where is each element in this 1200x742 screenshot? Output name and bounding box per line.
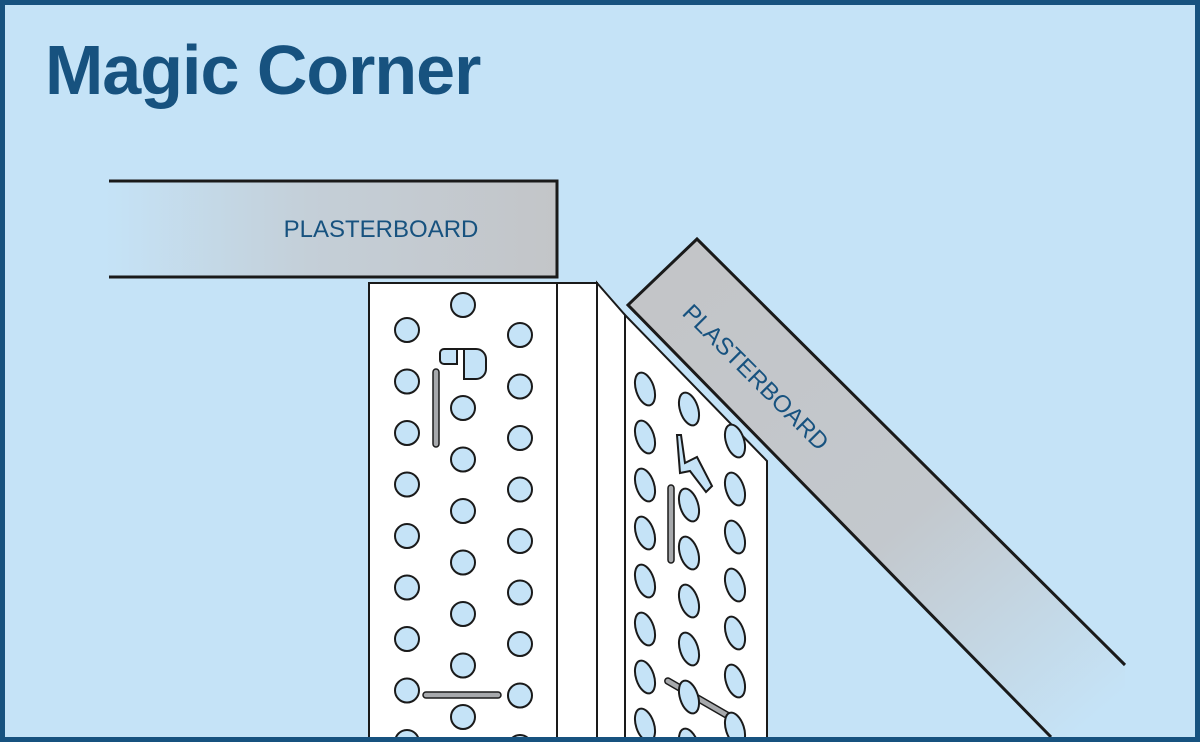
oval-hole [677,679,701,715]
profile-holes [394,292,747,737]
oval-hole [677,535,701,571]
oval-hole [633,611,657,647]
round-hole [450,446,476,473]
oval-hole [677,631,701,667]
round-hole [507,631,533,657]
round-hole [395,729,419,737]
round-hole [394,574,420,601]
round-hole [394,317,420,343]
oval-hole [723,615,747,651]
round-hole [507,373,533,400]
round-hole [394,677,420,704]
round-hole [394,368,420,395]
round-hole [450,704,476,730]
round-hole [394,626,420,652]
oval-hole [723,663,747,699]
profile-nose-bevel [596,280,626,737]
oval-hole [633,563,657,599]
round-hole [507,425,533,451]
keyhole-slot-side [675,434,714,494]
oval-hole [633,515,657,551]
oval-hole [633,419,657,455]
round-hole [511,734,529,737]
round-hole [507,528,533,554]
round-hole [394,420,420,446]
magic-corner-diagram: PLASTERBOARD PLASTERBOARD [105,179,1127,737]
oval-hole [723,519,747,555]
round-hole [394,523,420,549]
round-hole [450,395,476,421]
oval-hole [677,391,701,427]
round-hole [450,292,476,318]
profile-nose [556,282,598,737]
diagram-title: Magic Corner [45,31,481,109]
round-hole [507,322,533,348]
round-hole [450,549,476,576]
oval-hole [633,659,657,695]
oval-hole [723,711,747,737]
round-hole [450,601,476,627]
plasterboard-top-label: PLASTERBOARD [284,216,479,243]
oval-hole [633,467,657,503]
round-hole [507,476,533,503]
nail-slot [432,368,440,448]
round-hole [507,579,533,606]
oval-hole [677,727,701,737]
oval-hole [723,423,747,459]
round-hole [450,652,476,679]
oval-hole [677,583,701,619]
nail-slot [667,484,675,564]
round-hole [450,498,476,524]
nail-slot [422,691,502,699]
round-hole [507,682,533,709]
oval-hole [723,567,747,603]
round-hole [394,471,420,498]
plasterboard-top: PLASTERBOARD [105,179,559,279]
oval-hole [677,487,701,523]
oval-hole [723,471,747,507]
oval-hole [633,707,657,737]
keyhole-slot-front [439,348,487,380]
corner-profile [368,280,768,737]
oval-hole [633,371,657,407]
